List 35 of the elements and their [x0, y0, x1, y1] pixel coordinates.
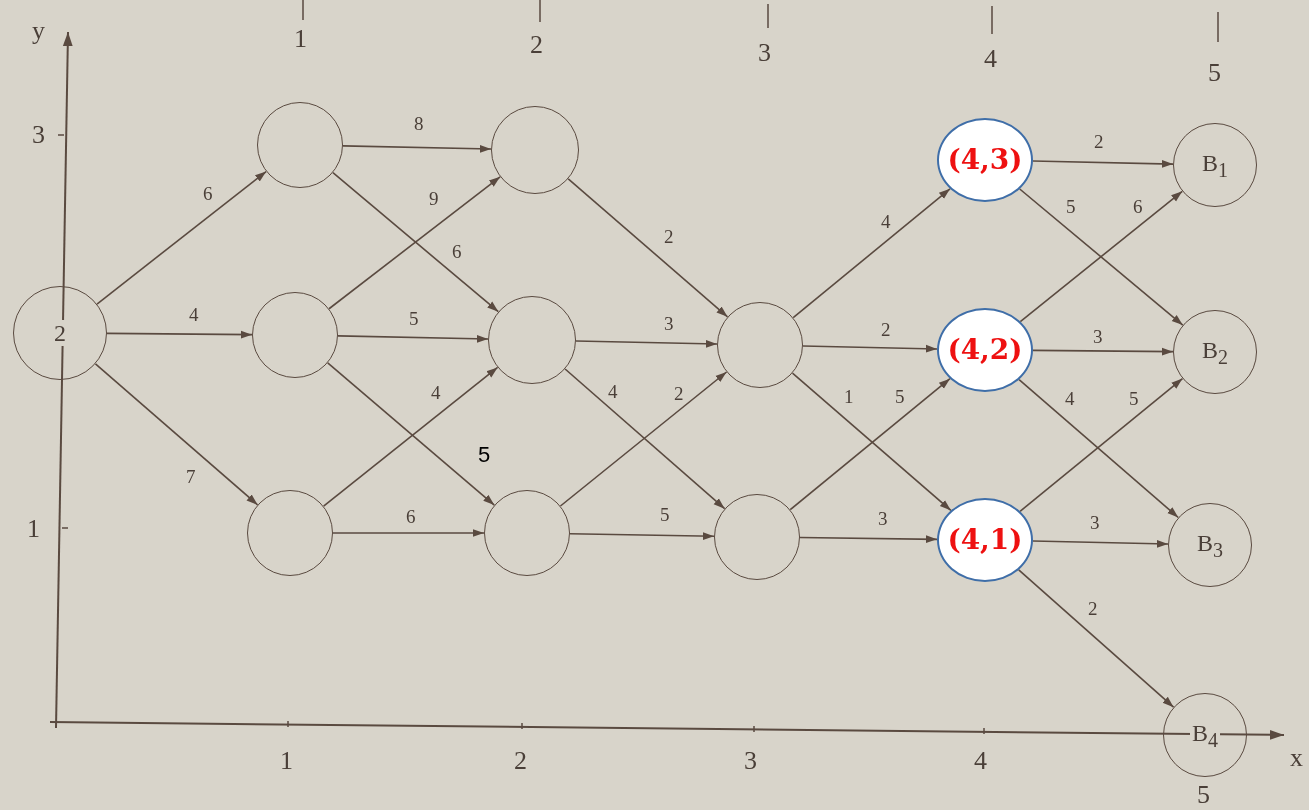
axis-label: 2	[530, 32, 543, 58]
node-label: (4,2)	[947, 336, 1023, 364]
axis-label: x	[1290, 745, 1303, 771]
node-label: (4,1)	[947, 526, 1023, 554]
axis-label: 2	[514, 748, 527, 774]
arrow	[96, 170, 267, 305]
axis-label: 5	[1197, 782, 1210, 808]
arrow	[1032, 347, 1174, 356]
axis-label: 4	[984, 46, 997, 72]
arrow	[575, 339, 718, 348]
arrow	[94, 363, 259, 506]
arrow	[342, 144, 492, 153]
arrow	[567, 178, 729, 318]
arrow	[337, 334, 489, 343]
arrow	[1032, 159, 1174, 168]
arrow	[1032, 539, 1169, 548]
axis-label: 1	[280, 748, 293, 774]
axis-label: 3	[758, 40, 771, 66]
node-label: (4,3)	[947, 146, 1023, 174]
axis-label: 3	[744, 748, 757, 774]
arrow	[792, 187, 951, 319]
arrow	[802, 344, 938, 353]
axis-label: 1	[294, 26, 307, 52]
axis-label: y	[32, 18, 45, 44]
arrow	[1017, 569, 1175, 708]
arrow	[332, 529, 485, 537]
arrow	[569, 532, 715, 540]
node-label: 2	[52, 320, 68, 346]
arrow	[106, 330, 253, 339]
axis-label: 4	[974, 748, 987, 774]
axis-label: 5	[1208, 60, 1221, 86]
axis-label: 3	[32, 122, 45, 148]
highlighted-state-circle	[937, 308, 1033, 392]
arrow	[799, 535, 938, 544]
axis-label: 1	[27, 516, 40, 542]
